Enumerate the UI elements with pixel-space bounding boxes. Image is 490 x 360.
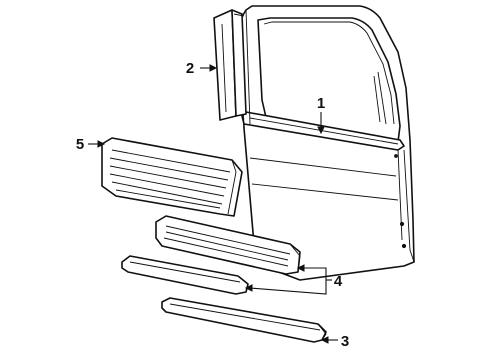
rocker-molding-strip <box>161 297 327 343</box>
callout-3: 3 <box>341 333 349 350</box>
pillar-applique <box>213 9 247 121</box>
leader-lines <box>88 64 338 344</box>
rear-lower-molding <box>121 255 249 295</box>
arrowhead-4b <box>244 284 253 292</box>
pillar-applique-inner <box>231 9 247 117</box>
arrowhead-5 <box>97 140 106 148</box>
callout-4: 4 <box>334 273 343 290</box>
door-window-frame-inner <box>263 21 395 125</box>
front-door-lower-molding <box>155 215 301 275</box>
door-body-side-molding <box>101 137 243 217</box>
rocker-molding <box>161 297 327 343</box>
callout-2: 2 <box>186 60 194 77</box>
callout-1: 1 <box>317 95 325 112</box>
arrowhead-3 <box>320 336 329 344</box>
leader-line-4 <box>249 267 327 295</box>
arrowhead-2 <box>209 64 218 72</box>
callout-5: 5 <box>76 136 84 153</box>
molding-panel-5 <box>101 137 243 217</box>
callout-labels: 1 2 3 4 5 <box>76 60 349 350</box>
arrowhead-4a <box>296 264 305 272</box>
arrowhead-1 <box>317 126 325 135</box>
